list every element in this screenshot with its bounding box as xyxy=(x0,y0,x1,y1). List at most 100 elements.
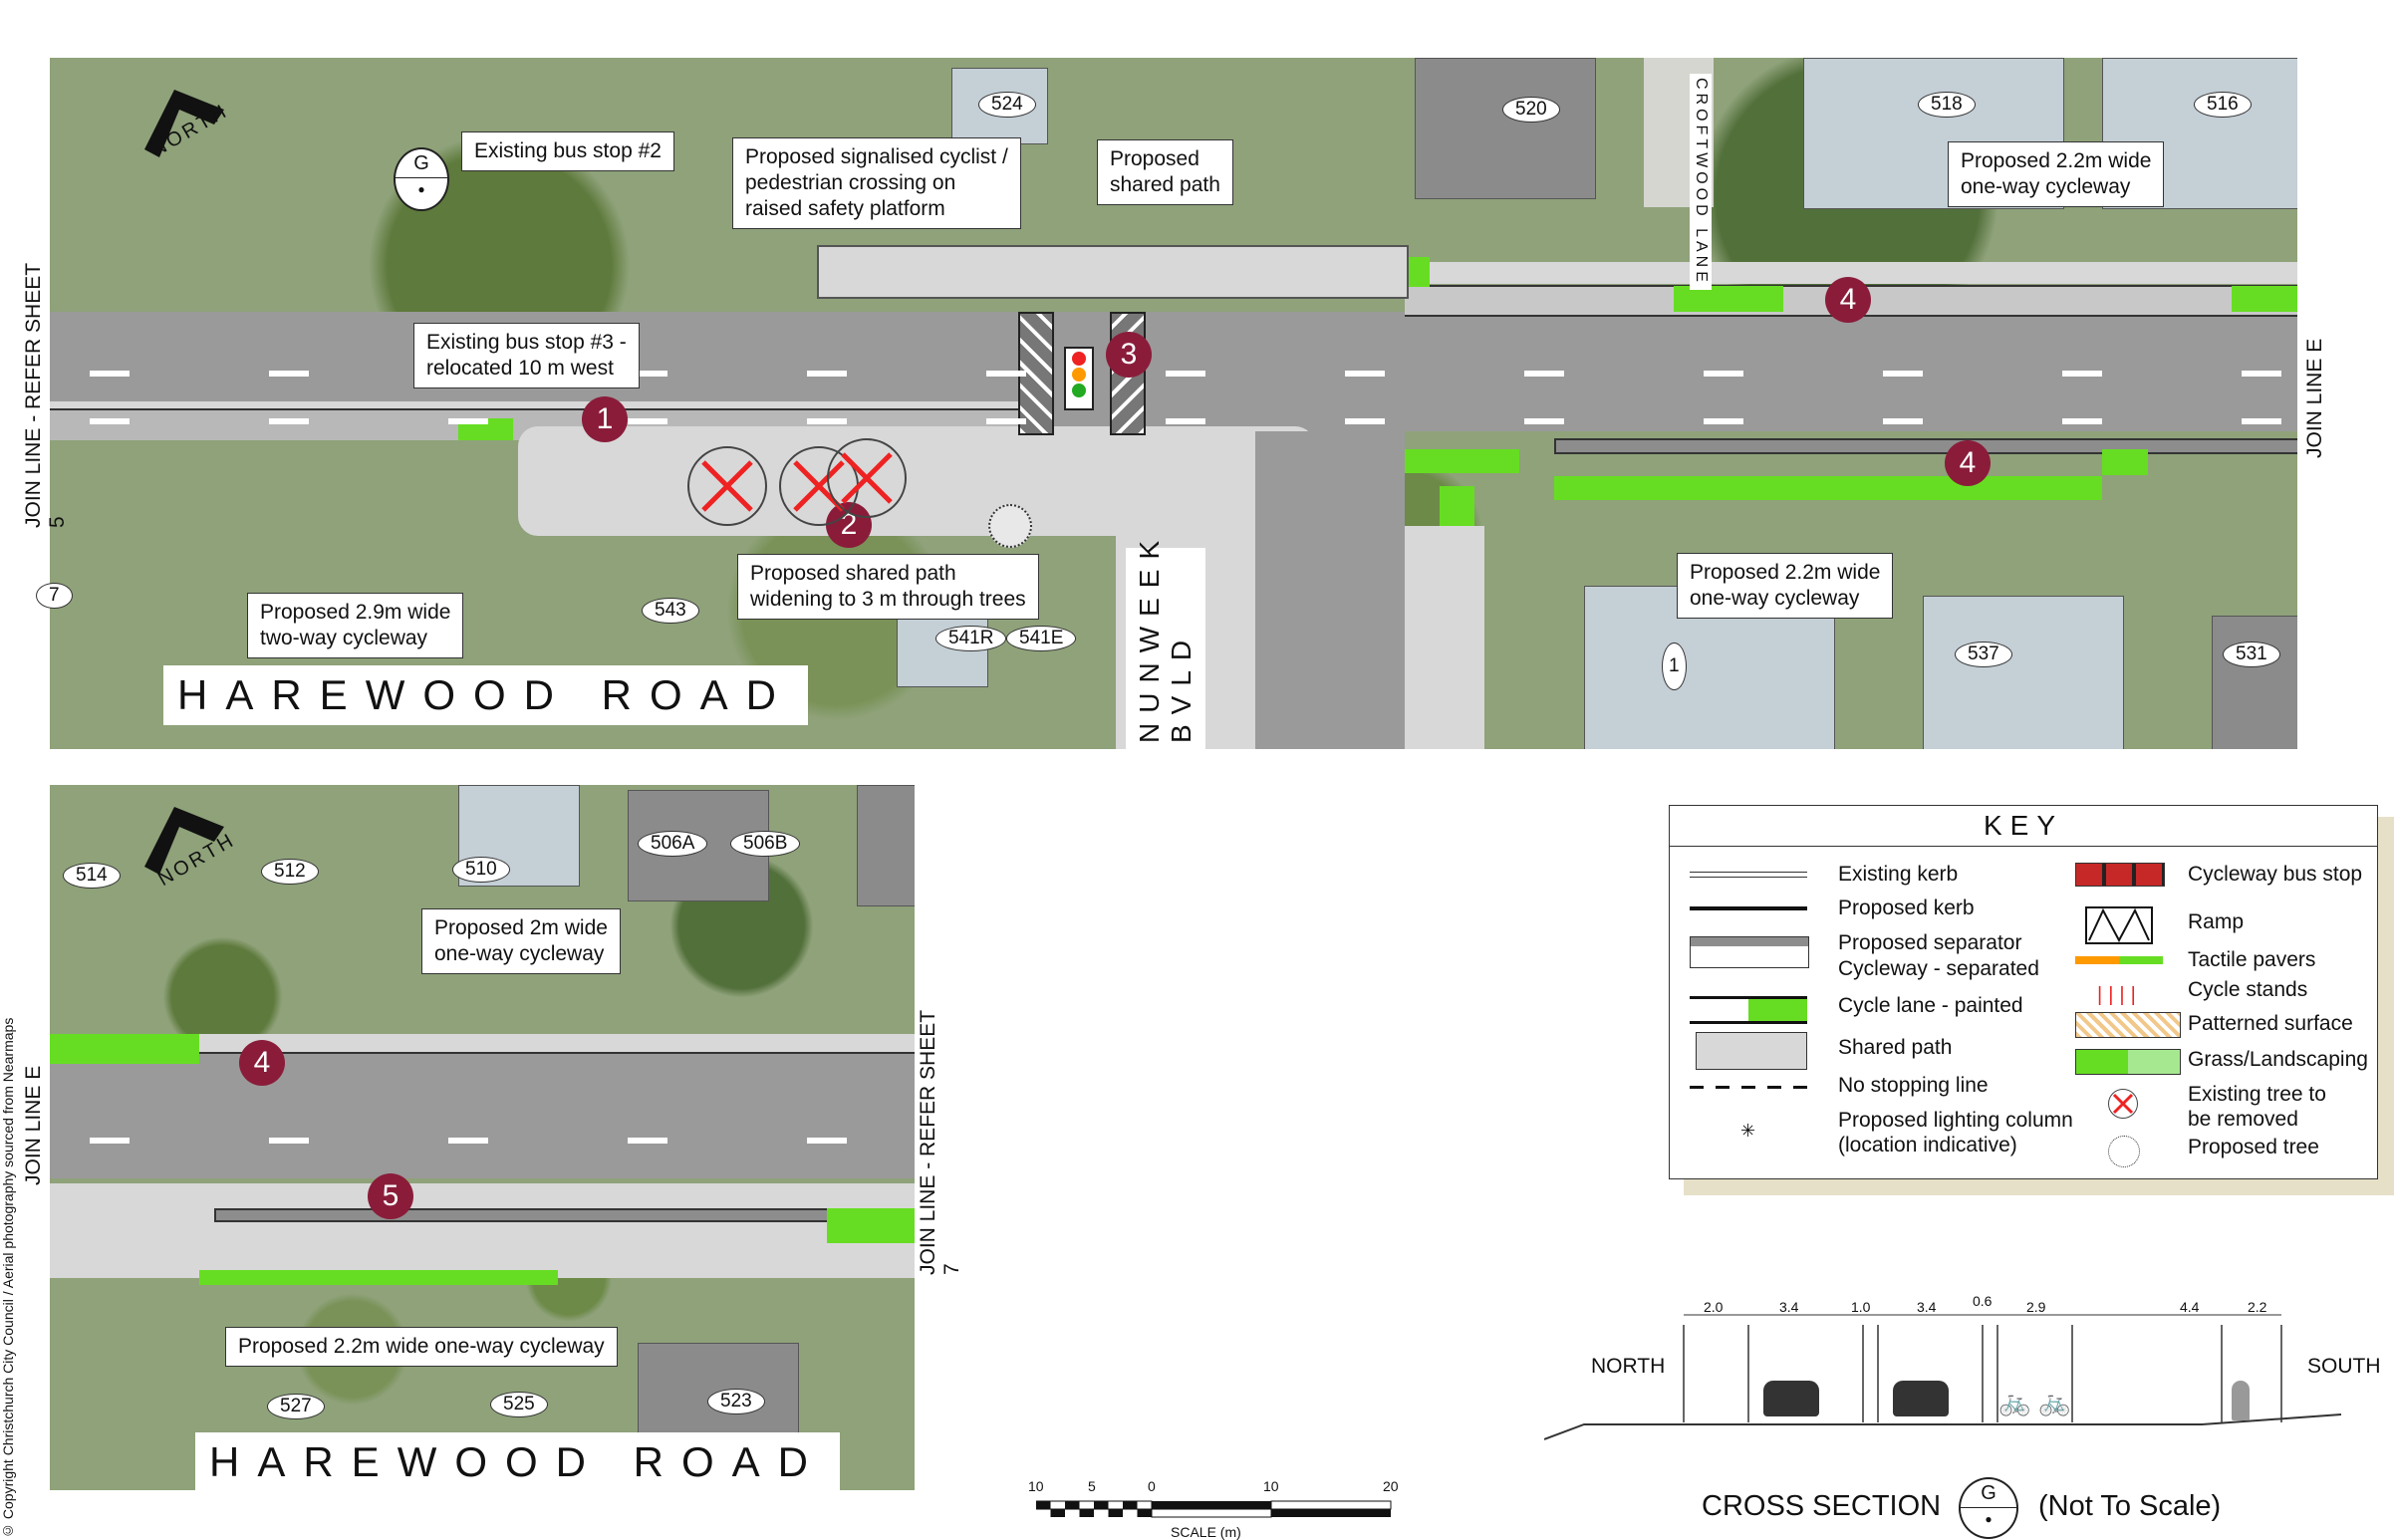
key-label: Ramp xyxy=(2188,910,2245,933)
lane-label: CROFTWOOD LANE xyxy=(1690,74,1712,290)
south-separator xyxy=(1554,438,2297,454)
house-number: 531 xyxy=(2223,642,2280,667)
key-label: Proposed kerb xyxy=(1838,897,1975,919)
south-shared-path xyxy=(518,426,1315,536)
callout-cycleway-22-top: Proposed 2.2m wide one-way cycleway xyxy=(1948,141,2165,207)
key-label: Shared path xyxy=(1838,1036,1953,1059)
key-label: Patterned surface xyxy=(2188,1012,2353,1035)
existing-kerb-icon xyxy=(1690,872,1807,878)
cross-section-north: NORTH xyxy=(1591,1355,1666,1378)
key-panel: KEY xyxy=(1669,805,2378,1179)
dimension-label: 2.0 xyxy=(1704,1299,1724,1315)
pedestrian-icon xyxy=(2232,1381,2250,1420)
lighting-column-icon: ✳ xyxy=(1740,1121,1756,1141)
key-label: Existing tree to be removed xyxy=(2188,1083,2326,1131)
cycle-stands-icon: |||| xyxy=(2097,984,2142,1006)
key-label: Cycleway bus stop xyxy=(2188,863,2363,886)
cross-section-south: SOUTH xyxy=(2307,1355,2381,1378)
green-surface xyxy=(50,1034,199,1064)
section-marker-letter: G xyxy=(396,149,447,178)
house-number: 512 xyxy=(261,859,319,885)
key-label: Existing kerb xyxy=(1838,863,1959,886)
house-block xyxy=(1923,596,2124,749)
scale-tick: 5 xyxy=(1088,1478,1096,1494)
house-number: 525 xyxy=(490,1392,548,1417)
scale-label: SCALE (m) xyxy=(1171,1524,1241,1540)
no-stopping-line-icon xyxy=(1690,1086,1807,1089)
scale-tick: 10 xyxy=(1263,1478,1279,1494)
callout-cycleway-22-bottom-map: Proposed 2.2m wide one-way cycleway xyxy=(225,1327,618,1367)
proposed-kerb-icon xyxy=(1690,906,1807,910)
section-marker-top: G ● xyxy=(394,147,449,211)
marker-5: 5 xyxy=(368,1173,413,1219)
house-number: 541E xyxy=(1006,626,1077,651)
separated-cycleway-icon xyxy=(1690,936,1809,968)
nunweek-verge xyxy=(1405,526,1484,749)
tree-remove-icon xyxy=(827,438,907,518)
join-line-left-top: JOIN LINE - REFER SHEET 5 xyxy=(22,263,69,528)
tree-remove-icon xyxy=(687,446,767,526)
dimension-label: 0.6 xyxy=(1973,1293,1993,1309)
dimension-label: 3.4 xyxy=(1779,1299,1799,1315)
key-label: Tactile pavers xyxy=(2188,948,2316,971)
green-surface xyxy=(827,1208,915,1243)
dimension-label: 3.4 xyxy=(1917,1299,1937,1315)
house-number: 514 xyxy=(63,863,121,889)
house-block xyxy=(857,785,915,906)
side-street-label: NUNWEEK BVLD xyxy=(1126,531,1205,749)
patterned-surface-icon xyxy=(2075,1012,2181,1038)
south-green-lane xyxy=(2102,449,2148,475)
cyclist-icon: 🚲 xyxy=(1998,1387,2031,1416)
key-label: Proposed lighting column (location indic… xyxy=(1838,1109,2073,1156)
callout-widening: Proposed shared path widening to 3 m thr… xyxy=(737,554,1039,620)
house-number: 524 xyxy=(978,92,1036,118)
marker-3: 3 xyxy=(1106,332,1152,378)
marker-4: 4 xyxy=(239,1040,285,1086)
green-surface xyxy=(199,1270,558,1285)
house-number: 1 xyxy=(1662,642,1687,690)
ramp-icon xyxy=(2085,906,2153,944)
cross-section-title: CROSS SECTION xyxy=(1702,1490,1942,1522)
key-label: Cycle lane - painted xyxy=(1838,994,2023,1017)
house-number: 541R xyxy=(935,626,1007,651)
callout-shared-path: Proposed shared path xyxy=(1097,139,1233,205)
house-number: 518 xyxy=(1918,92,1976,118)
key-title: KEY xyxy=(1670,806,2377,847)
north-arrow xyxy=(134,80,234,169)
house-block xyxy=(2212,616,2297,749)
dimension-label: 2.2 xyxy=(2248,1299,2267,1315)
painted-cycle-lane-icon xyxy=(1690,996,1807,1024)
proposed-tree-icon xyxy=(2108,1136,2140,1167)
key-label: No stopping line xyxy=(1838,1074,1989,1097)
nunweek-bvld-road xyxy=(1255,431,1405,749)
bus-stop-icon xyxy=(2075,863,2165,887)
marker-4: 4 xyxy=(1825,277,1871,323)
join-line-left-bottom: JOIN LINE E xyxy=(22,1065,45,1185)
house-number: 527 xyxy=(267,1394,325,1419)
house-number: 7 xyxy=(36,583,73,609)
join-line-right-bottom: JOIN LINE - REFER SHEET 7 xyxy=(917,1010,963,1275)
south-separator xyxy=(214,1208,876,1222)
copyright-text: © Copyright Christchurch City Council / … xyxy=(0,1017,16,1539)
house-number: 506B xyxy=(730,831,801,857)
green-surface xyxy=(2232,286,2297,312)
cross-section: 🚲 🚲 xyxy=(1543,1295,2342,1464)
carriageway xyxy=(50,1049,915,1178)
house-number: 537 xyxy=(1955,642,2012,667)
traffic-light-icon xyxy=(1064,347,1094,410)
section-marker-letter: G xyxy=(1961,1479,2016,1508)
south-shared-path xyxy=(50,1183,915,1278)
key-label: Proposed separator Cycleway - separated xyxy=(1838,931,2039,980)
house-number: 510 xyxy=(452,857,510,883)
marker-1: 1 xyxy=(582,396,628,442)
key-label: Grass/Landscaping xyxy=(2188,1048,2368,1071)
house-number: 516 xyxy=(2194,92,2252,118)
green-surface xyxy=(1674,286,1783,312)
callout-bus-stop-2: Existing bus stop #2 xyxy=(461,131,674,171)
dimension-label: 4.4 xyxy=(2180,1299,2200,1315)
grass-icon xyxy=(2075,1049,2181,1075)
house-block xyxy=(1415,58,1596,199)
house-number: 543 xyxy=(642,598,699,624)
marker-4: 4 xyxy=(1945,440,1991,486)
cyclist-icon: 🚲 xyxy=(2038,1387,2071,1416)
